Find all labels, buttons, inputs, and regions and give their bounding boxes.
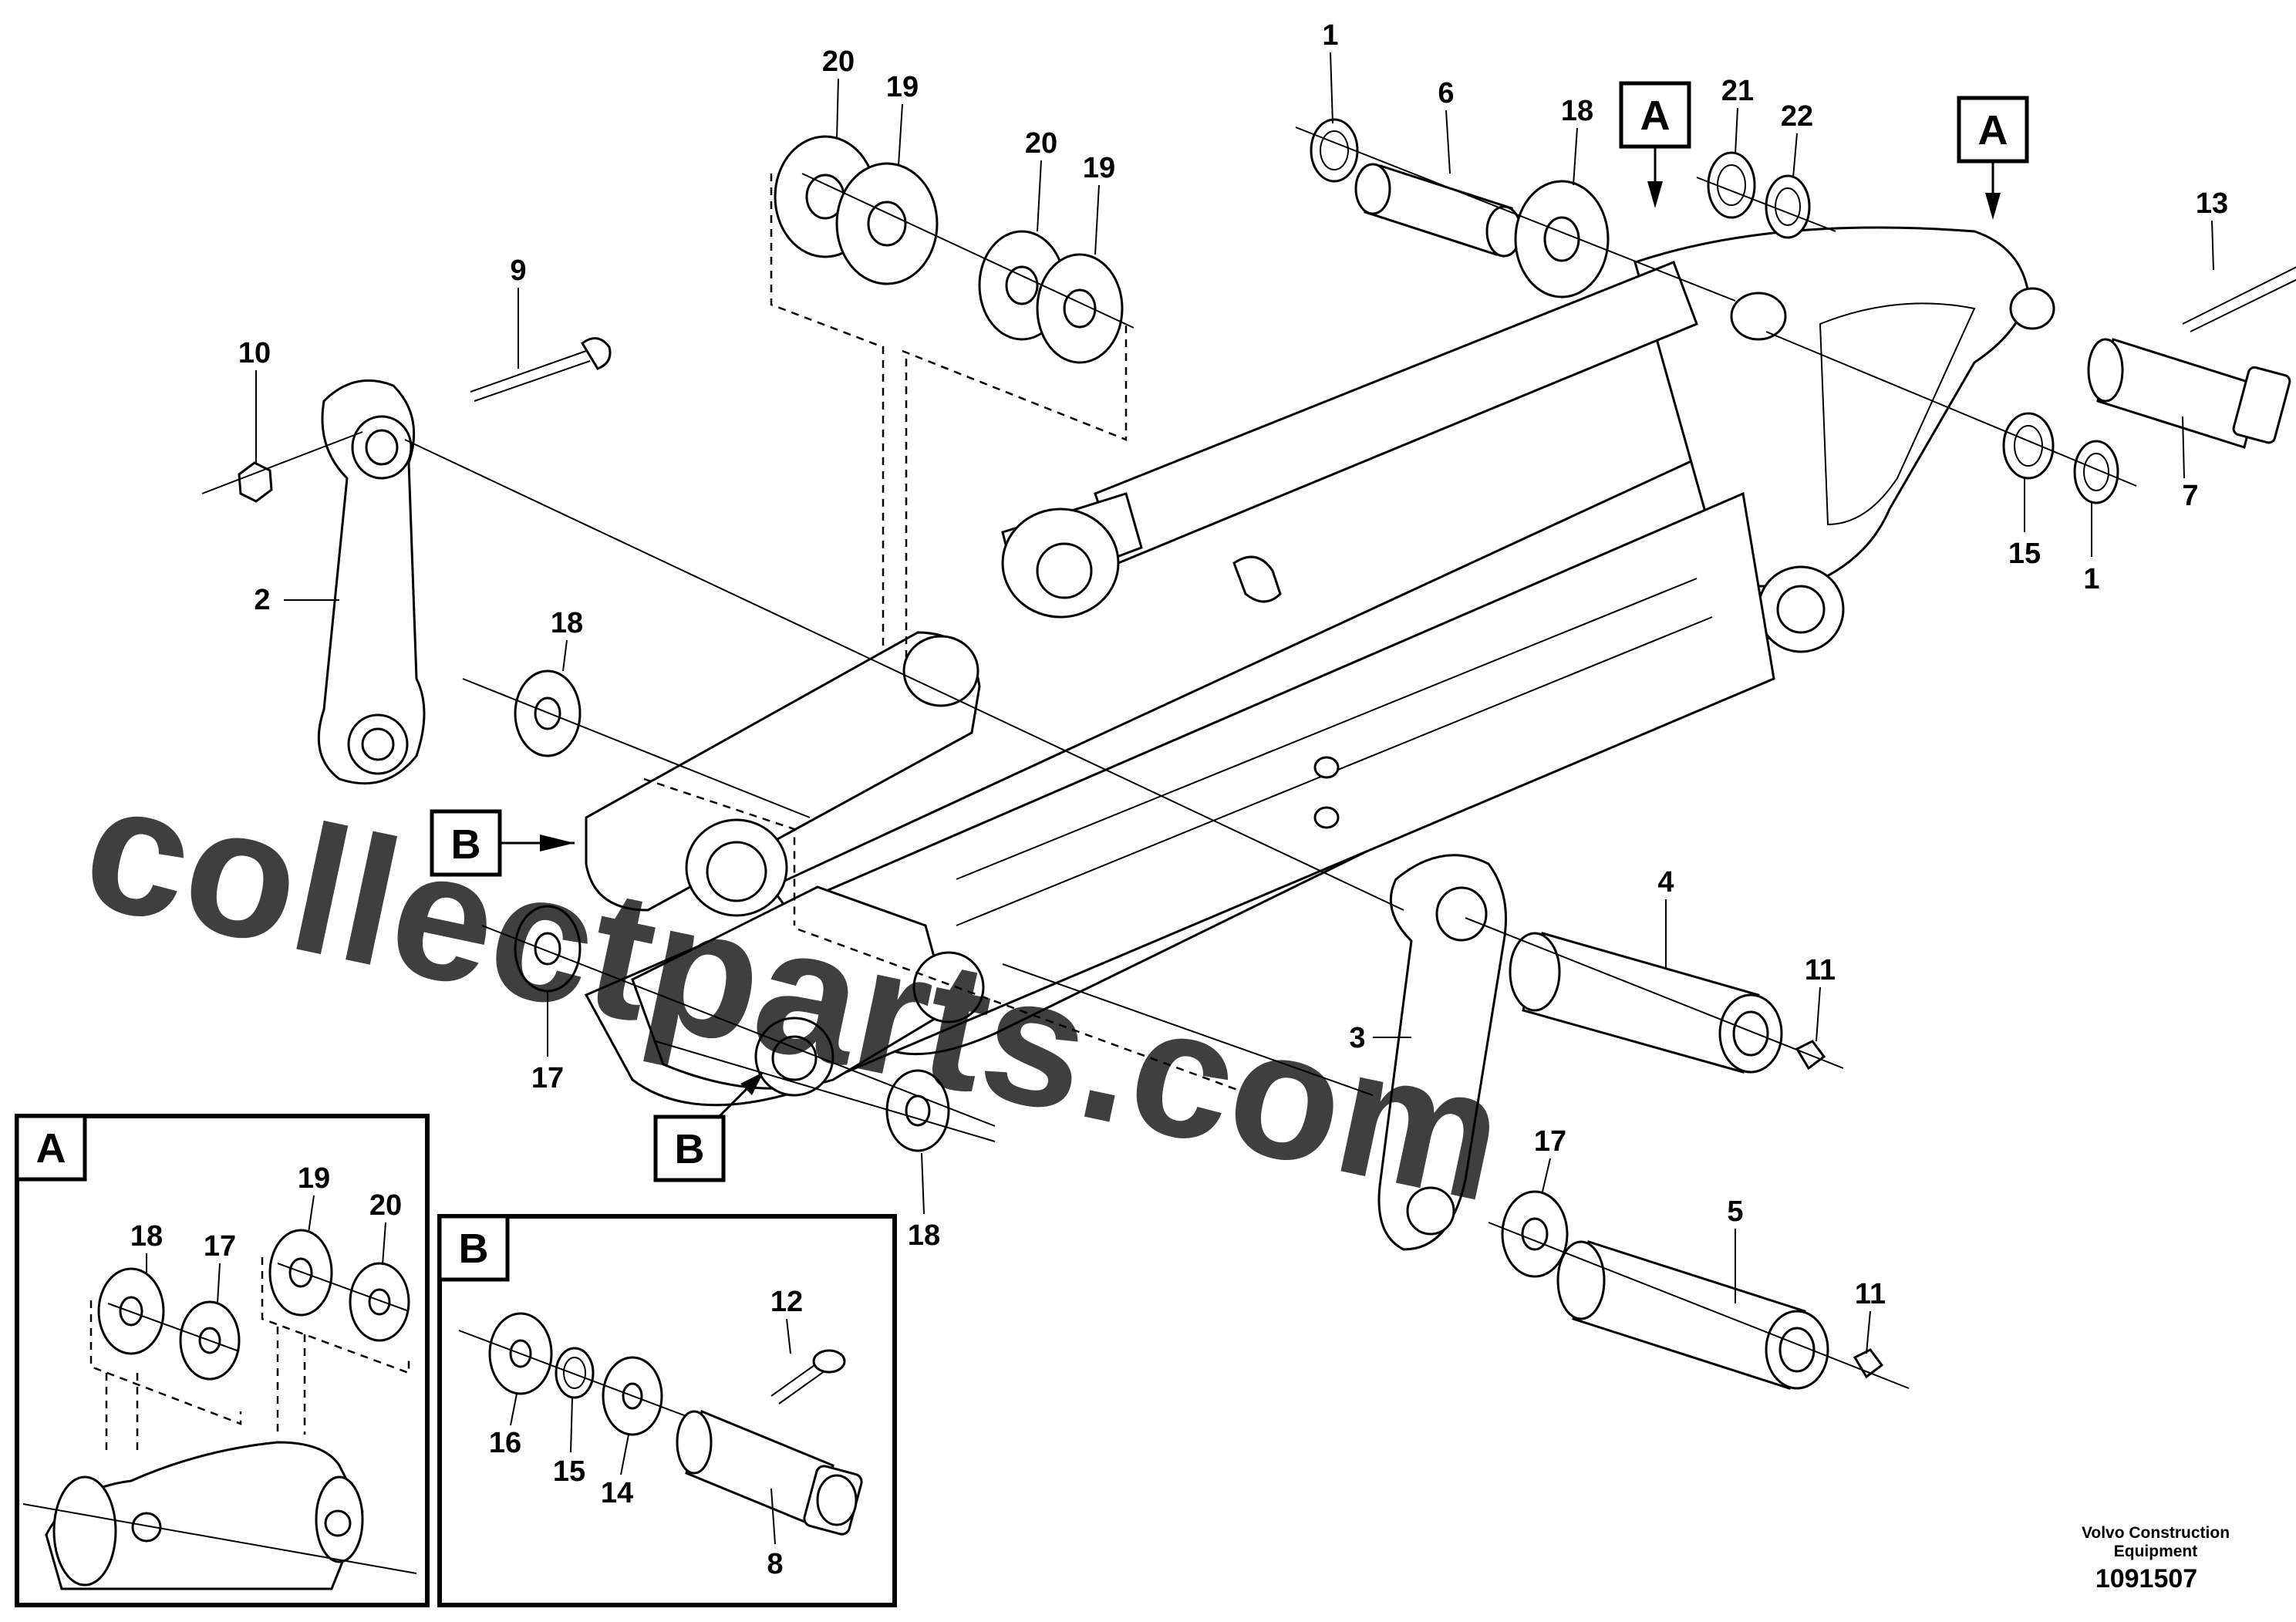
callout-11-a: 11 <box>1805 954 1836 986</box>
callout-19-a: 19 <box>886 71 919 103</box>
detail-b-callout-12: 12 <box>770 1286 803 1318</box>
callout-19-b: 19 <box>1083 152 1115 184</box>
callout-3: 3 <box>1349 1022 1365 1054</box>
callout-7: 7 <box>2182 480 2198 512</box>
callout-5: 5 <box>1727 1195 1743 1228</box>
svg-text:A: A <box>36 1125 66 1172</box>
callout-18-bottom: 18 <box>908 1219 940 1252</box>
svg-text:B: B <box>459 1226 489 1272</box>
pin-5 <box>1556 1240 1829 1390</box>
callout-9: 9 <box>510 255 526 287</box>
callout-18-left: 18 <box>551 607 583 639</box>
callout-1-right: 1 <box>2083 563 2099 595</box>
dashed-guides <box>643 174 1242 1093</box>
detail-b-callout-8: 8 <box>767 1548 783 1580</box>
view-marker-b-bottom: B <box>653 1072 764 1182</box>
callout-11-b: 11 <box>1855 1278 1886 1310</box>
brand-line-2: Equipment <box>2114 1543 2198 1560</box>
detail-a-callout-20: 20 <box>369 1189 402 1222</box>
detail-b-callout-16: 16 <box>489 1427 521 1459</box>
washers <box>238 118 2119 1379</box>
detail-a-callout-18: 18 <box>130 1220 163 1253</box>
callout-4: 4 <box>1657 866 1674 899</box>
callout-1-top: 1 <box>1322 19 1338 52</box>
pin-7 <box>2087 338 2291 449</box>
view-marker-a-top1: A <box>1619 81 1691 208</box>
link-2 <box>317 379 426 785</box>
callout-21: 21 <box>1721 75 1754 107</box>
callout-17-left: 17 <box>531 1062 564 1094</box>
callout-20-b: 20 <box>1025 127 1057 160</box>
callout-10: 10 <box>238 337 271 369</box>
callout-13: 13 <box>2196 187 2228 220</box>
link-3 <box>1377 854 1507 1251</box>
detail-view-a: A 18 17 19 20 <box>15 1114 430 1607</box>
svg-text:B: B <box>675 1126 705 1172</box>
callout-6: 6 <box>1438 77 1454 110</box>
view-marker-b-left: B <box>430 809 575 877</box>
bolt-9 <box>470 337 612 402</box>
drawing-number: 1091507 <box>2095 1564 2197 1593</box>
callout-22: 22 <box>1781 100 1813 133</box>
assembly-lines <box>201 126 2137 1389</box>
view-marker-a-top2: A <box>1957 96 2029 220</box>
detail-a-callout-17: 17 <box>204 1230 236 1263</box>
pin-4 <box>1509 932 1783 1074</box>
callout-17-mid: 17 <box>1534 1125 1566 1158</box>
detail-b-callout-14: 14 <box>601 1477 633 1509</box>
svg-text:A: A <box>1640 93 1671 139</box>
pin-6 <box>1354 163 1522 258</box>
callout-20-a: 20 <box>822 46 855 78</box>
pin-13 <box>2182 266 2296 332</box>
callouts: 1 6 18 21 22 20 19 20 19 9 10 2 13 7 15 … <box>238 19 2228 1354</box>
detail-b-callout-15: 15 <box>553 1455 585 1488</box>
brand-line-1: Volvo Construction <box>2082 1524 2230 1542</box>
detail-a-callout-19: 19 <box>298 1162 330 1195</box>
callout-18-top: 18 <box>1561 95 1593 127</box>
boom-assembly <box>584 226 2055 1107</box>
callout-15-right: 15 <box>2008 538 2041 570</box>
footer: Volvo Construction Equipment 1091507 <box>2082 1524 2230 1593</box>
svg-text:B: B <box>451 821 481 868</box>
callout-2: 2 <box>254 584 270 616</box>
svg-text:A: A <box>1978 107 2008 153</box>
detail-view-b: B 12 16 15 14 8 <box>437 1214 897 1607</box>
